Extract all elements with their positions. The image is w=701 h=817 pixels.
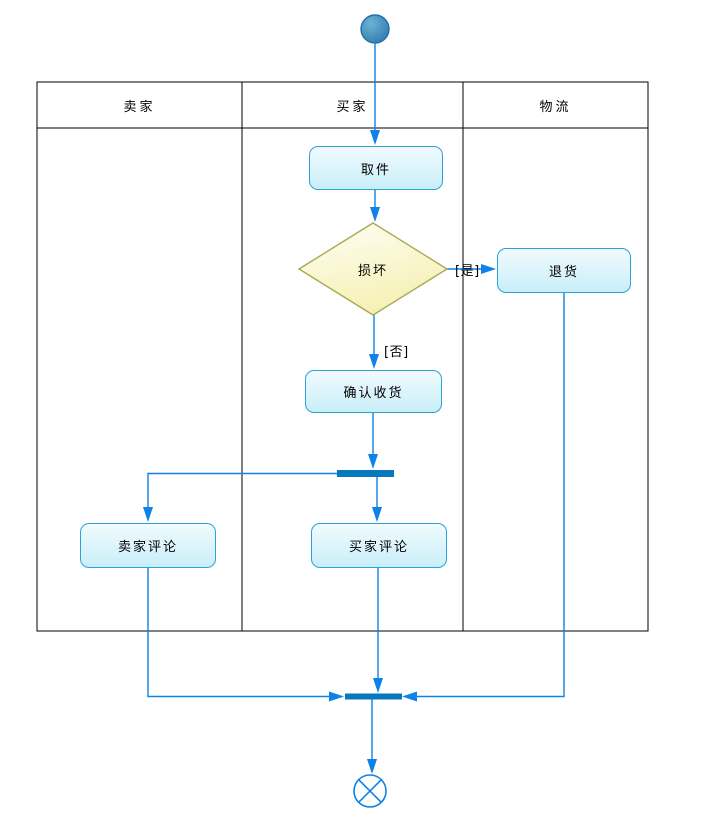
edge-return-to-join bbox=[402, 293, 565, 702]
join-bar bbox=[345, 693, 402, 700]
edge-pickup-to-decision bbox=[370, 190, 380, 222]
edge-seller-review-to-join bbox=[147, 568, 344, 702]
edge-fork-to-seller-review bbox=[143, 472, 337, 522]
lane-header-buyer: 买家 bbox=[336, 99, 369, 115]
edge-decision-yes-to-return bbox=[447, 264, 496, 274]
lane-header-logistics: 物流 bbox=[539, 99, 572, 115]
activity-pickup: 取件 bbox=[309, 146, 443, 190]
activity-return-goods: 退货 bbox=[497, 248, 631, 293]
lane-header-seller: 卖家 bbox=[123, 99, 156, 115]
edge-fork-to-buyer-review bbox=[372, 477, 382, 522]
fork-bar bbox=[337, 470, 394, 477]
edge-decision-no-to-confirm bbox=[369, 315, 379, 369]
guard-label-no: [否] bbox=[384, 345, 409, 360]
end-node bbox=[353, 774, 387, 808]
guard-label-yes: [是] bbox=[455, 264, 480, 279]
edge-buyer-review-to-join bbox=[373, 568, 383, 693]
activity-confirm-receipt: 确认收货 bbox=[305, 370, 442, 413]
edge-start-to-pickup bbox=[370, 43, 380, 145]
activity-buyer-review: 买家评论 bbox=[311, 523, 447, 568]
activity-seller-review: 卖家评论 bbox=[80, 523, 216, 568]
edge-join-to-end bbox=[367, 699, 377, 774]
start-node bbox=[360, 14, 390, 44]
decision-diamond bbox=[297, 222, 449, 316]
edge-confirm-to-fork bbox=[368, 413, 378, 469]
swimlane-frame bbox=[36, 81, 649, 632]
decision-label: 损坏 bbox=[357, 263, 388, 279]
